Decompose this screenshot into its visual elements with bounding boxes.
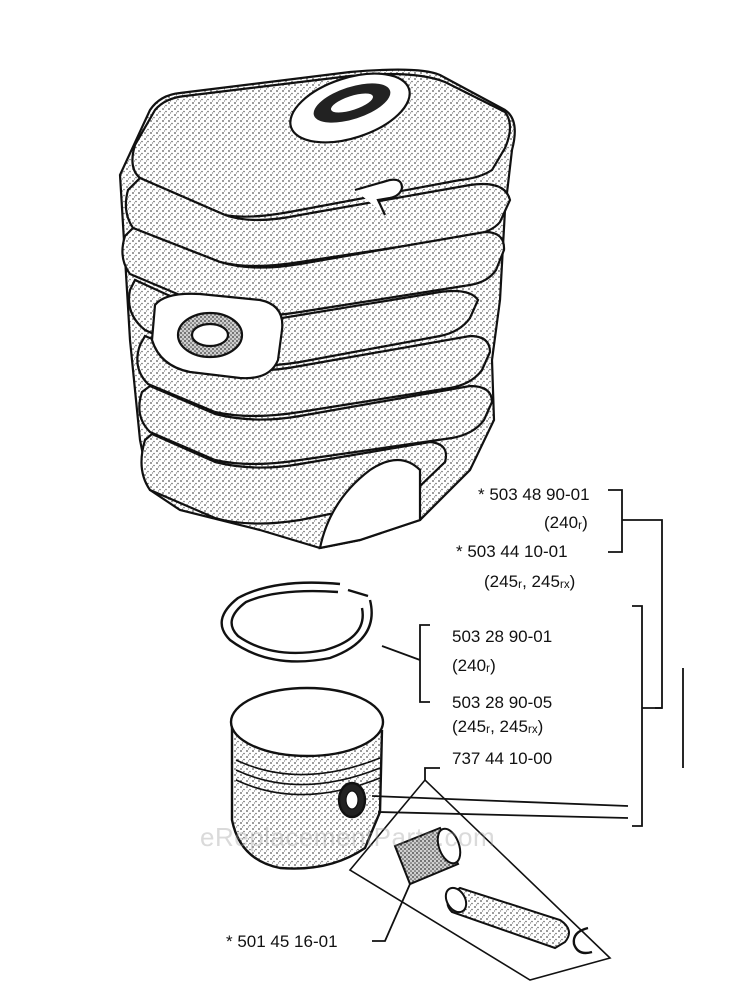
cylinder-245-part-number: * 503 44 10-01 — [456, 542, 568, 561]
needle-bearing-illustration — [393, 826, 462, 886]
cylinder-illustration — [118, 68, 516, 550]
piston-ring-illustration — [220, 581, 373, 663]
piston-illustration — [229, 686, 385, 870]
pin-kit-part-number: 737 44 10-00 — [452, 749, 553, 768]
bearing-part-number: * 501 45 16-01 — [226, 932, 338, 951]
piston-245-model: (245ᵣ, 245ᵣₓ) — [452, 717, 544, 736]
circlip-illustration — [572, 926, 593, 955]
leader-lines — [371, 489, 684, 942]
piston-240-model: (240ᵣ) — [452, 656, 496, 675]
piston-240-part-number: 503 28 90-01 — [452, 627, 553, 646]
cylinder-240-model: (240ᵣ) — [544, 513, 588, 532]
watermark-text: eReplacementParts.com — [200, 822, 496, 852]
piston-pin-illustration — [444, 886, 570, 950]
pin-kit-outline — [348, 778, 612, 981]
cylinder-240-part-number: * 503 48 90-01 — [478, 485, 590, 504]
cylinder-245-model: (245ᵣ, 245ᵣₓ) — [484, 572, 576, 591]
piston-245-part-number: 503 28 90-05 — [452, 693, 553, 712]
